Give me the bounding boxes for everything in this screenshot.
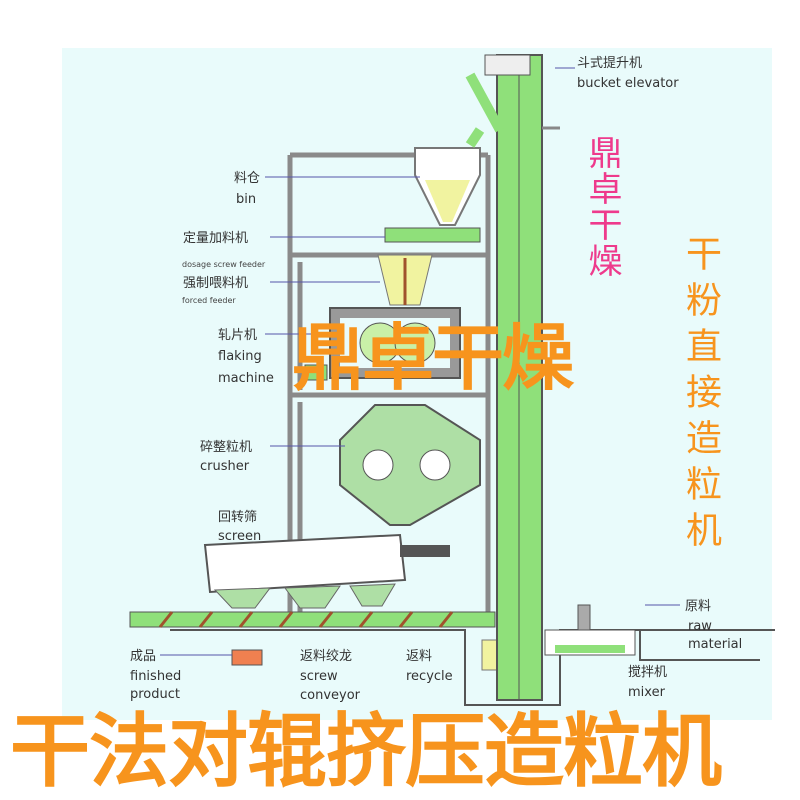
label-flaking-cn: 轧片机	[218, 328, 257, 343]
label-bucket-elevator-cn: 斗式提升机	[577, 55, 642, 71]
label-bin-cn: 料仓	[234, 171, 260, 186]
label-dosage-en: dosage screw feeder	[182, 260, 266, 269]
label-screen-en: screen	[218, 529, 261, 544]
label-screen-cn: 回转筛	[218, 510, 257, 525]
label-raw-en2: material	[688, 637, 742, 652]
roller-right	[394, 322, 436, 364]
ground-pit	[170, 629, 760, 706]
label-finished-en1: finished	[130, 669, 181, 684]
label-dosage-cn: 定量加料机	[183, 231, 248, 246]
bin-material	[425, 180, 470, 222]
side-brand-text: 鼎卓干燥	[582, 135, 622, 279]
crusher-rotor-right	[419, 449, 451, 481]
side-product-text: 干粉直接造粒机	[680, 235, 721, 557]
footer-title: 干法对辊挤压造粒机	[10, 705, 722, 798]
label-flaking-en1: flaking	[218, 349, 262, 364]
screen-hoppers	[213, 583, 396, 609]
label-forced-en: forced feeder	[182, 296, 236, 305]
label-bin-en: bin	[236, 192, 256, 207]
label-recycle-cn: 返料	[406, 649, 432, 664]
flaking-motor	[304, 364, 328, 381]
screw-flights	[158, 611, 454, 628]
label-raw-cn: 原料	[685, 599, 711, 614]
label-mixer-en: mixer	[628, 685, 666, 700]
dosage-screw-feeder	[384, 227, 481, 243]
label-crusher-en: crusher	[200, 459, 250, 474]
label-screw-en2: conveyor	[300, 688, 361, 703]
label-screw-cn: 返料绞龙	[300, 648, 352, 664]
label-screw-en1: screw	[300, 669, 338, 684]
label-crusher-cn: 碎整粒机	[200, 440, 252, 455]
screen-motor	[400, 545, 450, 557]
finished-product-tray	[231, 649, 263, 666]
rotary-screen	[203, 533, 407, 594]
elevator-head	[484, 54, 531, 76]
label-finished-cn: 成品	[130, 649, 156, 664]
recycle-hopper	[481, 639, 499, 671]
label-mixer-cn: 搅拌机	[628, 664, 667, 680]
discharge-chute	[465, 72, 505, 133]
label-finished-en2: product	[130, 687, 180, 702]
crusher	[339, 404, 481, 526]
label-raw-en1: raw	[688, 619, 712, 634]
label-forced-cn: 强制喂料机	[183, 276, 248, 291]
mixer-motor	[577, 604, 591, 631]
label-flaking-en2: machine	[218, 371, 274, 386]
label-recycle-en: recycle	[406, 669, 453, 684]
mixer-shaft	[555, 645, 625, 653]
crusher-rotor-left	[362, 449, 394, 481]
watermark-brand: 鼎卓干燥	[292, 316, 574, 400]
label-bucket-elevator-en: bucket elevator	[577, 76, 679, 91]
discharge-chute-lower	[465, 127, 485, 148]
leader-lines	[160, 67, 680, 656]
